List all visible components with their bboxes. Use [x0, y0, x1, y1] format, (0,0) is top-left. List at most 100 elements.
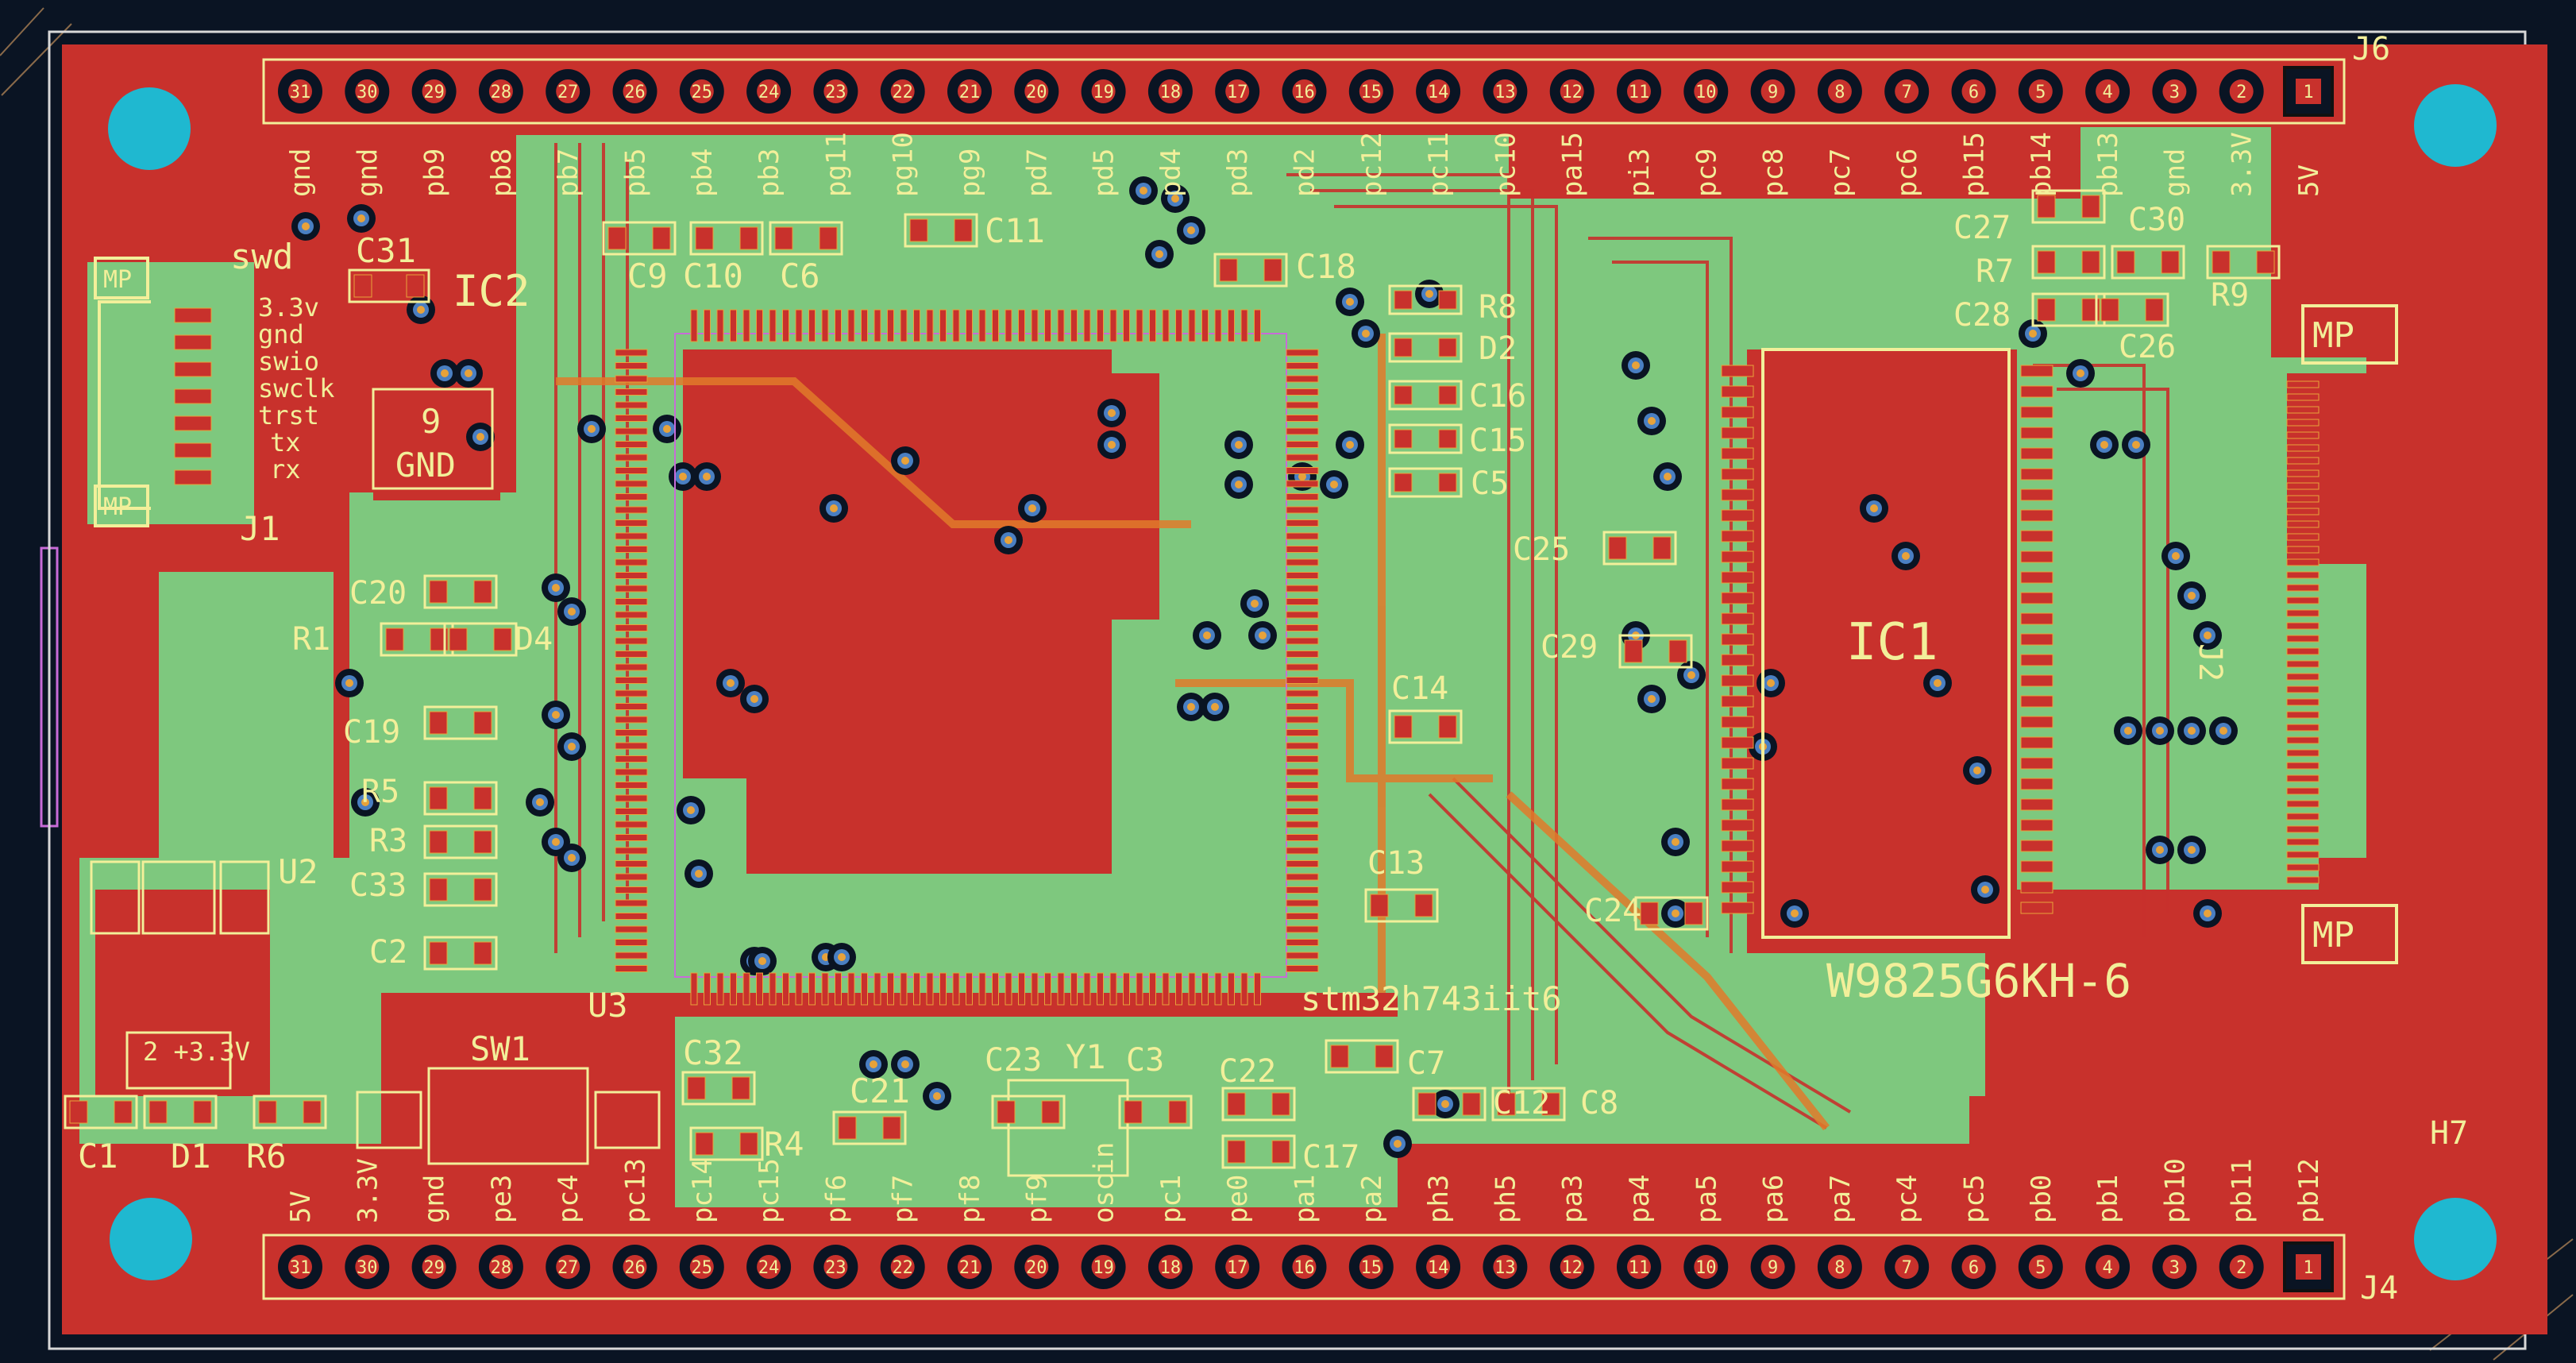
via-drill	[1441, 1100, 1449, 1108]
j4-pin-number: 29	[423, 1258, 445, 1278]
u3-pad	[1240, 309, 1248, 342]
swd-pin-gnd: gnd	[258, 319, 304, 349]
passive-pad	[1370, 894, 1389, 917]
j4-signal-label: pc5	[1959, 1175, 1991, 1223]
j6-pin-drill	[1426, 79, 1451, 103]
u3-pad	[1286, 519, 1319, 527]
passive-outline	[1412, 1087, 1487, 1122]
passive-pad	[2212, 250, 2231, 274]
passive-outline	[348, 268, 430, 303]
j4-pin-drill	[1827, 1255, 1852, 1279]
swd-mp-bottom: MP	[103, 493, 132, 521]
j6-ref-label: J6	[2352, 31, 2390, 68]
j6-signal-label: pc9	[1691, 149, 1722, 197]
passive-pad	[954, 218, 973, 242]
u3-pad	[756, 972, 763, 1006]
u3-pad	[1188, 309, 1196, 342]
u3-pad	[615, 729, 648, 736]
u3-pad	[1286, 729, 1319, 736]
j4-pin-number: 10	[1695, 1258, 1717, 1278]
passive-outline	[832, 1110, 907, 1145]
u3-pad	[1286, 388, 1319, 396]
ic1-pad	[2020, 819, 2053, 832]
j4-signal-label: pa1	[1290, 1175, 1321, 1223]
u3-pad	[1057, 972, 1065, 1006]
u3-pad	[978, 309, 986, 342]
j4-signal-label: pa5	[1691, 1175, 1722, 1223]
passive-pad	[2100, 298, 2119, 322]
j4-signal-label: pc15	[754, 1158, 785, 1223]
j6-signal-label: pg11	[820, 132, 852, 197]
j2-pad	[2286, 571, 2320, 579]
passive-ref-label: D2	[1479, 330, 1517, 367]
passive-ref-label: C1	[78, 1137, 118, 1176]
u3-pad	[1286, 598, 1319, 605]
j4-pin-number: 11	[1629, 1258, 1650, 1278]
passive-pad	[1640, 902, 1659, 925]
passive-outline	[423, 781, 498, 816]
via-drill	[1187, 703, 1195, 711]
passive-pad	[1684, 902, 1703, 925]
ic1-pad	[2020, 633, 2053, 646]
j6-pin-drill	[1694, 79, 1718, 103]
j4-signal-label: 5V	[285, 1191, 317, 1223]
via-drill	[2156, 846, 2164, 854]
u3-pad	[1228, 309, 1235, 342]
passive-outline	[1491, 1087, 1566, 1122]
u3-pad	[704, 309, 711, 342]
via-drill	[838, 953, 846, 961]
j6-pin-drill	[1225, 79, 1250, 103]
u3-pad	[1286, 913, 1319, 920]
via-drill	[417, 306, 425, 314]
via-drill	[901, 457, 909, 465]
u3-pad	[615, 794, 648, 802]
u3-pad	[1188, 972, 1196, 1006]
j6-pin-number: 1	[2303, 83, 2313, 102]
j2-connector	[2286, 304, 2398, 964]
u3-pad	[615, 952, 648, 960]
u3-pad	[716, 309, 724, 342]
passive-ref-label: C33	[349, 867, 407, 904]
j4-pin-number: 4	[2102, 1258, 2112, 1278]
u3-pad	[1286, 349, 1319, 357]
via-drill	[2029, 330, 2037, 338]
u3-pad	[615, 441, 648, 448]
u3-pad	[1240, 972, 1248, 1006]
passive-ref-label: C7	[1407, 1045, 1445, 1082]
passive-pad	[473, 830, 492, 854]
j6-pin-drill	[623, 79, 647, 103]
u3-pad	[1044, 972, 1051, 1006]
ic1-pad	[1721, 736, 1754, 749]
passive-ref-label: C15	[1469, 423, 1526, 459]
j2-pad	[2286, 482, 2320, 490]
via-drill	[727, 679, 735, 687]
via-drill	[1973, 766, 1981, 774]
u3-pad	[615, 611, 648, 619]
j2-pad	[2286, 660, 2320, 668]
j6-signal-label: pd4	[1155, 149, 1187, 197]
j2-pad	[2286, 508, 2320, 515]
j6-pin-number: 31	[290, 83, 311, 102]
u3-pad	[952, 972, 960, 1006]
u3-pad	[1286, 742, 1319, 750]
h7-mount-label: H7	[2430, 1115, 2468, 1152]
u3-pad	[615, 349, 648, 357]
j6-pin-number: 21	[959, 83, 981, 102]
passive-outline	[1602, 531, 1677, 566]
u3-pad	[808, 309, 816, 342]
j4-pin-drill	[2028, 1255, 2053, 1279]
passive-pad	[2037, 195, 2056, 218]
u3-pad	[1162, 309, 1170, 342]
ic1-pad	[1721, 612, 1754, 625]
passive-pad	[1124, 1100, 1143, 1124]
j6-pin-drill	[1961, 79, 1986, 103]
j2-pad	[2286, 380, 2320, 388]
j6-pin-drill	[689, 79, 714, 103]
j6-signal-label: pd5	[1089, 149, 1120, 197]
sw1-switch	[356, 1067, 661, 1165]
j6-pin-number: 27	[557, 83, 579, 102]
j4-pin-drill	[1091, 1255, 1116, 1279]
passive-pad	[193, 1100, 212, 1124]
j4-signal-label: pa6	[1758, 1175, 1790, 1223]
